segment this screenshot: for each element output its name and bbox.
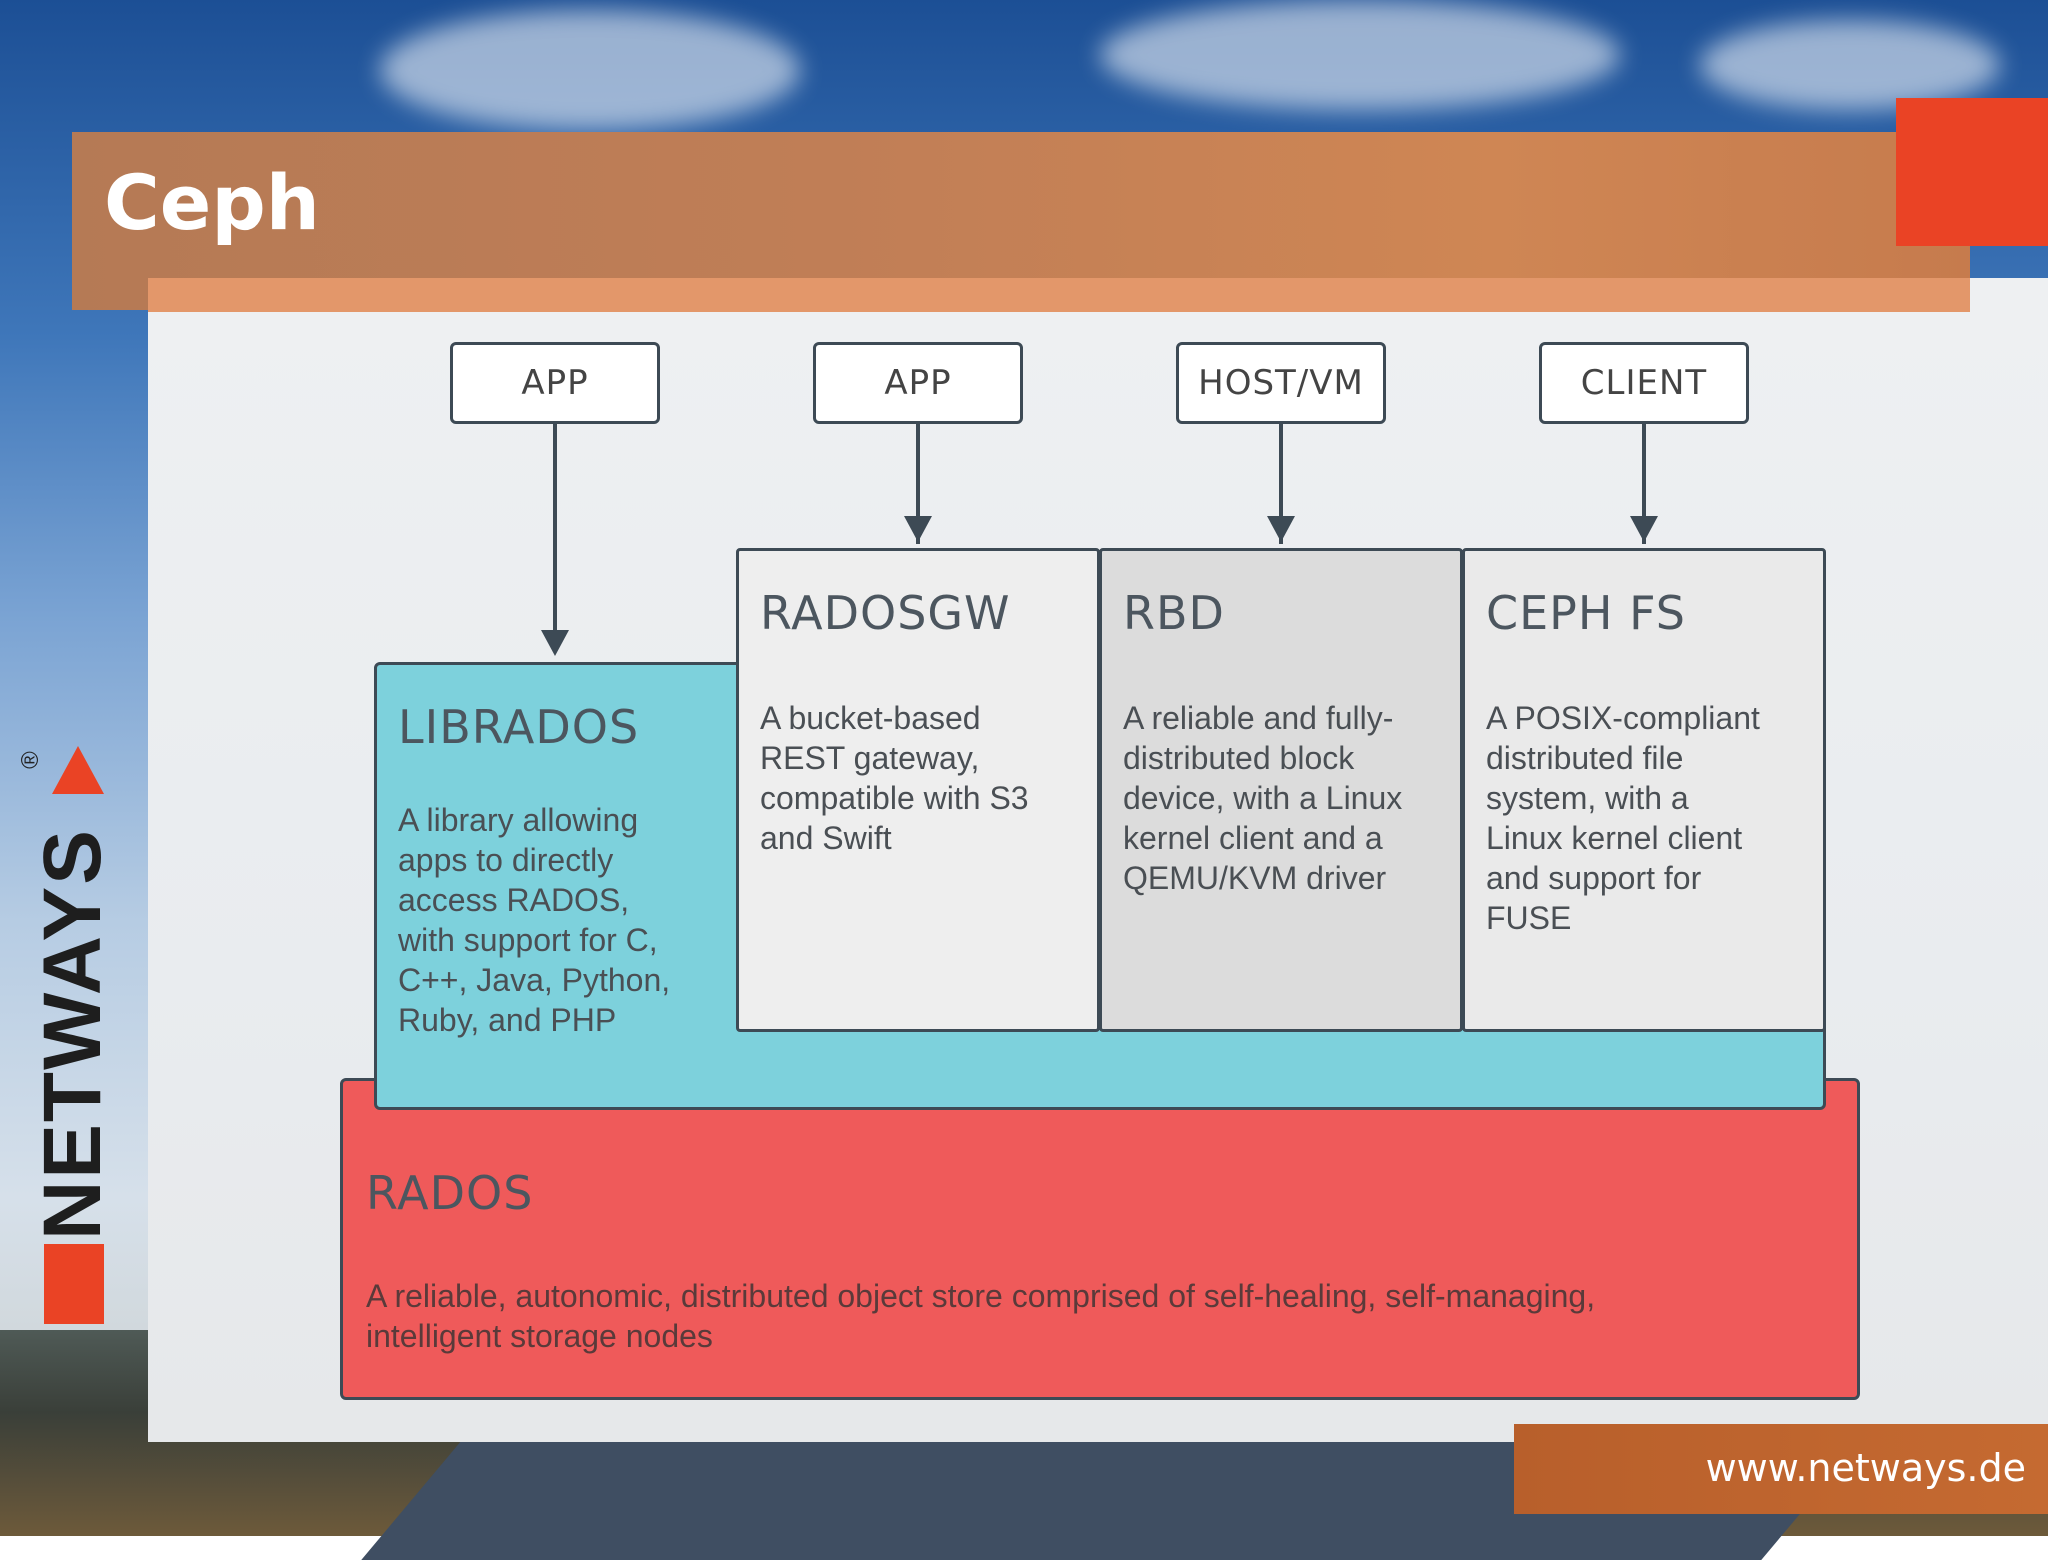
cloud xyxy=(1700,20,2000,110)
accent-square xyxy=(1896,98,2048,246)
desc-line: Linux kernel client xyxy=(1486,820,1743,856)
arrow-app-librados xyxy=(553,424,557,634)
desc-line: distributed block xyxy=(1123,740,1355,776)
radosgw-title: RADOSGW xyxy=(760,586,1011,640)
cephfs-desc: A POSIX-compliant distributed file syste… xyxy=(1486,698,1760,938)
desc-line: A reliable, autonomic, distributed objec… xyxy=(366,1278,1596,1314)
client-label: APP xyxy=(884,363,952,403)
cephfs-title: CEPH FS xyxy=(1486,586,1686,640)
desc-line: A POSIX-compliant xyxy=(1486,700,1760,736)
netways-logo: NETWAYS xyxy=(40,746,110,1324)
arrow-head-icon xyxy=(1267,516,1295,542)
desc-line: Ruby, and PHP xyxy=(398,1002,617,1038)
desc-line: compatible with S3 xyxy=(760,780,1029,816)
desc-line: device, with a Linux xyxy=(1123,780,1403,816)
radosgw-box xyxy=(736,548,1100,1032)
footer-bar xyxy=(1514,1424,2048,1514)
desc-line: A reliable and fully- xyxy=(1123,700,1394,736)
client-label: APP xyxy=(521,363,589,403)
desc-line: C++, Java, Python, xyxy=(398,962,671,998)
client-label: HOST/VM xyxy=(1198,363,1364,403)
desc-line: system, with a xyxy=(1486,780,1689,816)
rbd-box xyxy=(1099,548,1463,1032)
rados-desc: A reliable, autonomic, distributed objec… xyxy=(366,1276,1595,1356)
registered-mark: ® xyxy=(16,751,44,769)
arrow-app-radosgw xyxy=(916,424,920,544)
client-label: CLIENT xyxy=(1580,363,1708,403)
desc-line: A bucket-based xyxy=(760,700,981,736)
cephfs-box xyxy=(1462,548,1826,1032)
logo-bar xyxy=(44,1244,104,1324)
desc-line: with support for C, xyxy=(398,922,658,958)
desc-line: and support for xyxy=(1486,860,1702,896)
desc-line: FUSE xyxy=(1486,900,1572,936)
arrow-host-rbd xyxy=(1279,424,1283,544)
radosgw-desc: A bucket-based REST gateway, compatible … xyxy=(760,698,1029,858)
desc-line: access RADOS, xyxy=(398,882,630,918)
rbd-title: RBD xyxy=(1123,586,1225,640)
arrow-head-icon xyxy=(1630,516,1658,542)
desc-line: distributed file xyxy=(1486,740,1684,776)
client-box-app-2: APP xyxy=(813,342,1023,424)
cloud xyxy=(380,10,800,130)
arrow-head-icon xyxy=(904,516,932,542)
rbd-desc: A reliable and fully- distributed block … xyxy=(1123,698,1402,898)
librados-title: LIBRADOS xyxy=(398,700,640,754)
client-box-host-vm: HOST/VM xyxy=(1176,342,1386,424)
desc-line: QEMU/KVM driver xyxy=(1123,860,1387,896)
arrow-head-icon xyxy=(541,630,569,656)
desc-line: apps to directly xyxy=(398,842,614,878)
client-box-client: CLIENT xyxy=(1539,342,1749,424)
librados-desc: A library allowing apps to directly acce… xyxy=(398,800,670,1040)
rados-box xyxy=(340,1078,1860,1400)
desc-line: A library allowing xyxy=(398,802,639,838)
footer-url[interactable]: www.netways.de xyxy=(1705,1446,2026,1490)
client-box-app-1: APP xyxy=(450,342,660,424)
rados-title: RADOS xyxy=(366,1166,534,1220)
desc-line: REST gateway, xyxy=(760,740,980,776)
desc-line: intelligent storage nodes xyxy=(366,1318,713,1354)
cloud xyxy=(1100,0,1620,110)
desc-line: kernel client and a xyxy=(1123,820,1383,856)
desc-line: and Swift xyxy=(760,820,892,856)
arrow-client-cephfs xyxy=(1642,424,1646,544)
slide-title: Ceph xyxy=(104,158,320,247)
logo-text: NETWAYS xyxy=(40,828,110,1240)
panel-top-strip xyxy=(148,278,1970,312)
logo-triangle-icon xyxy=(52,746,104,794)
